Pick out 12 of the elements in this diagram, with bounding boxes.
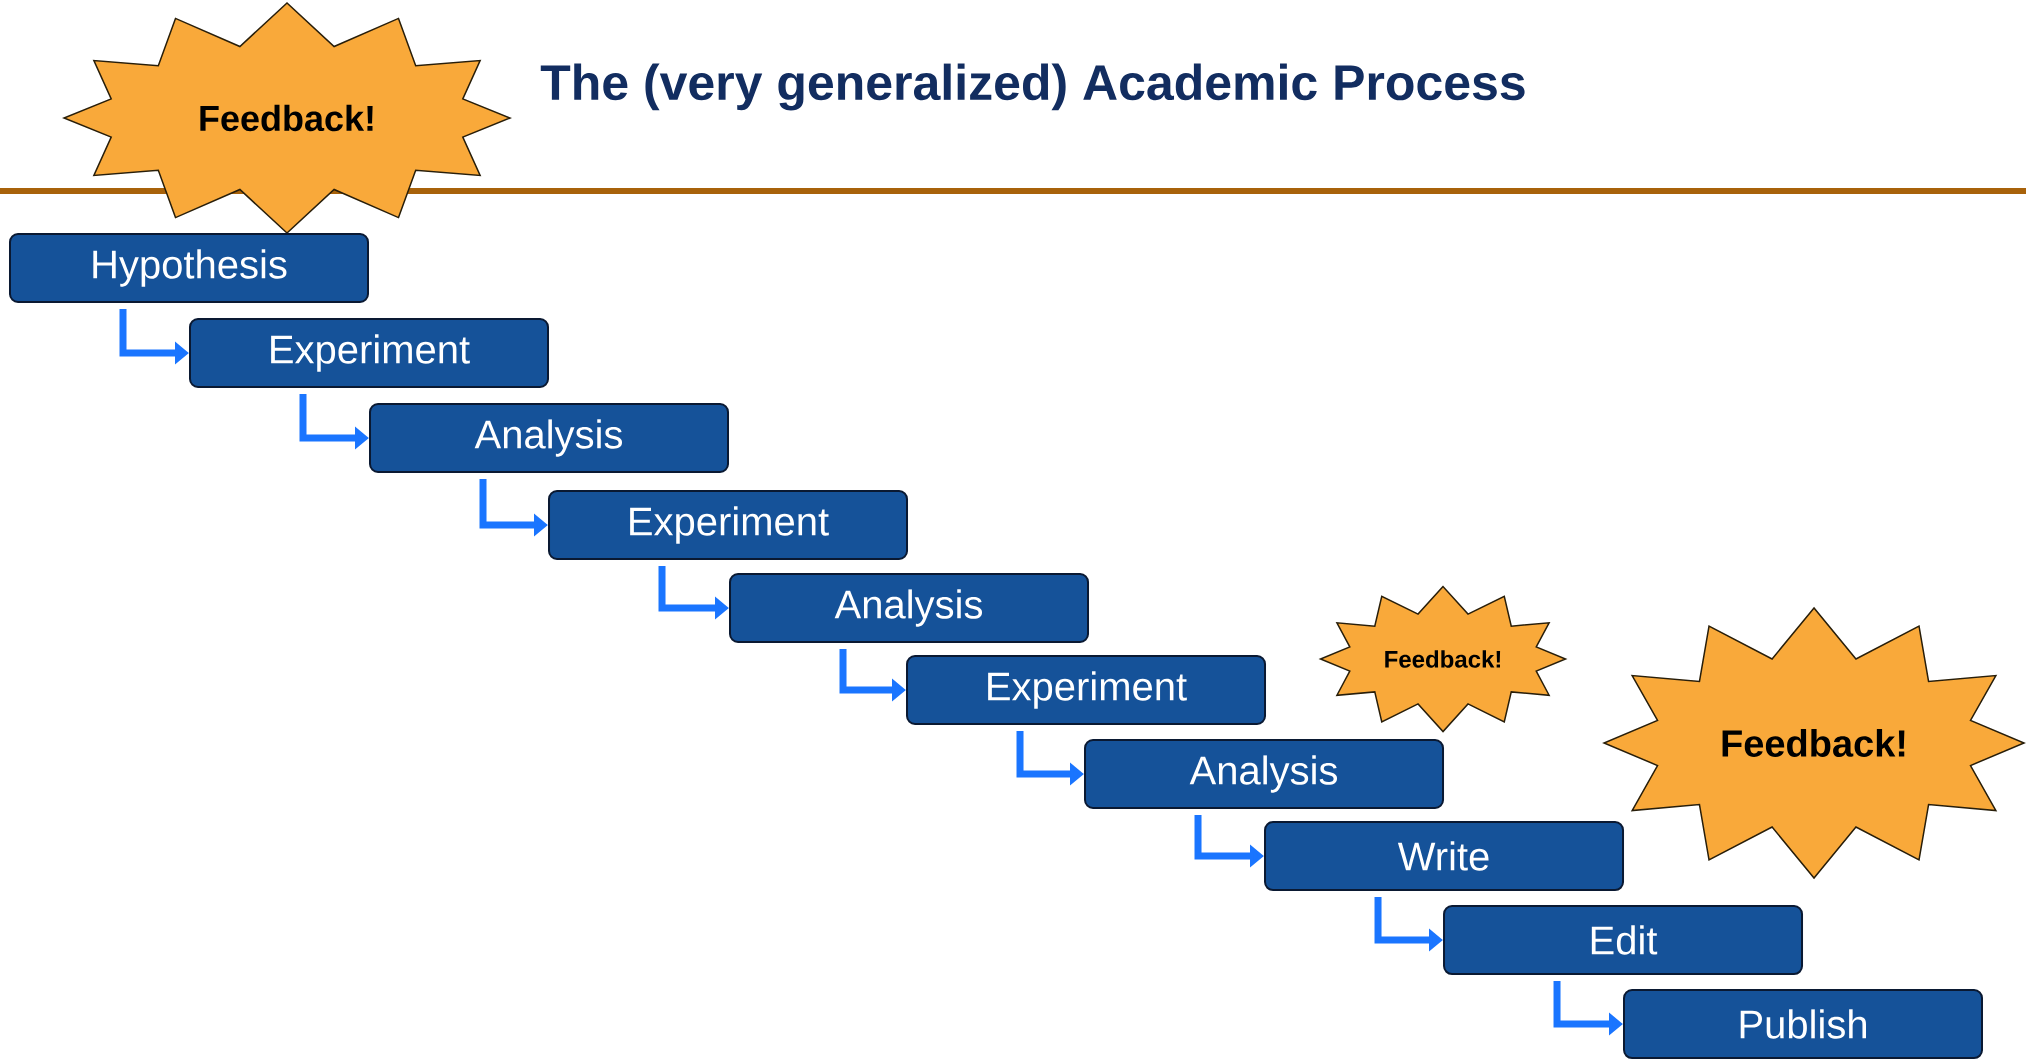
process-box: Edit [1443, 905, 1803, 975]
starburst: Feedback! [1318, 585, 1568, 733]
process-box: Analysis [1084, 739, 1444, 809]
process-box: Write [1264, 821, 1624, 891]
process-box: Experiment [906, 655, 1266, 725]
process-box: Analysis [369, 403, 729, 473]
process-box: Experiment [548, 490, 908, 560]
title: The (very generalized) Academic Process [540, 63, 1525, 111]
process-box: Hypothesis [9, 233, 369, 303]
process-box: Publish [1623, 989, 1984, 1059]
process-box: Analysis [729, 573, 1089, 643]
process-box: Experiment [189, 318, 549, 388]
